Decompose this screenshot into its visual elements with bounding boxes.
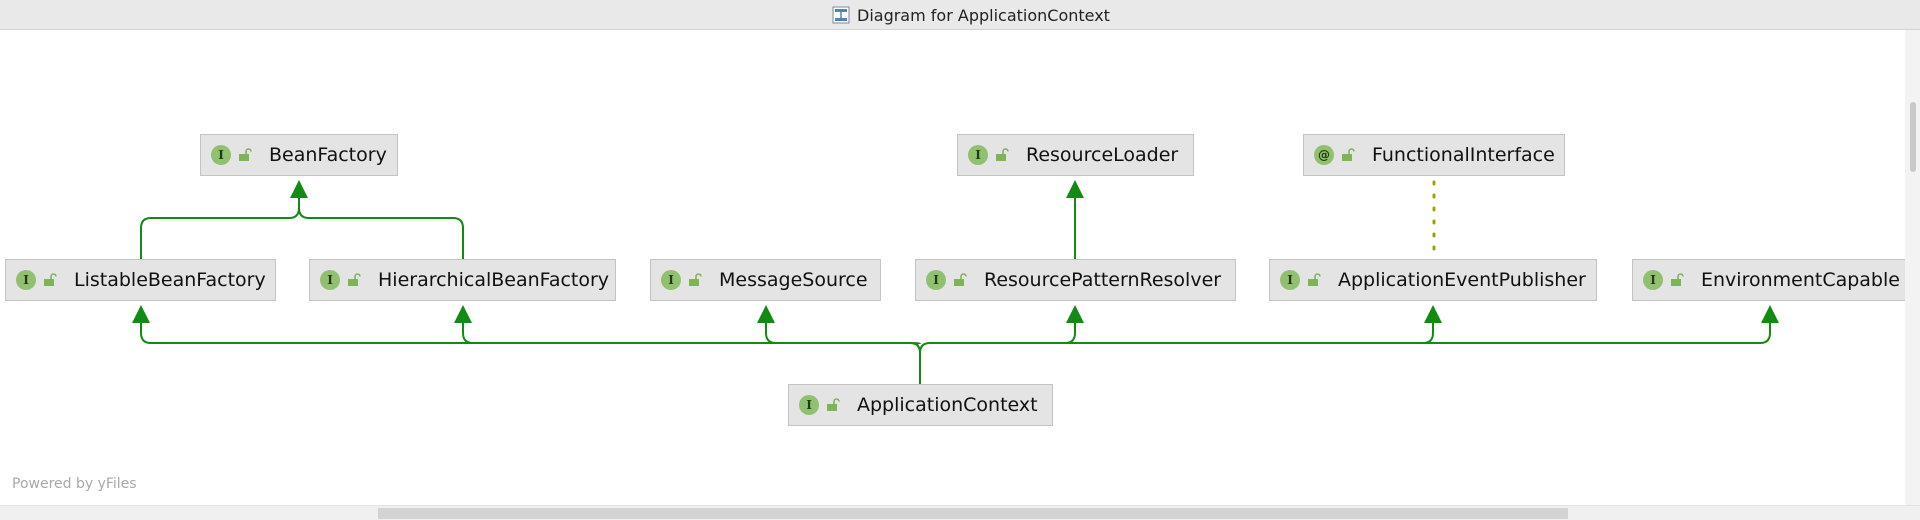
unlocked-icon <box>1308 273 1321 286</box>
edge-context-to-environment <box>1423 319 1771 344</box>
node-label: BeanFactory <box>269 144 387 166</box>
unlocked-icon <box>1342 148 1355 161</box>
node-environment-capable[interactable]: I EnvironmentCapable <box>1632 259 1909 301</box>
title-wrap: Diagram for ApplicationContext <box>832 5 1110 25</box>
title-bar: Diagram for ApplicationContext <box>0 0 1920 30</box>
vertical-scrollbar-thumb[interactable] <box>1910 102 1916 172</box>
arrow-head-beanfactory <box>290 180 308 198</box>
node-label: ResourcePatternResolver <box>984 269 1222 291</box>
edge-context-trunk <box>909 342 921 384</box>
node-label: ApplicationEventPublisher <box>1338 269 1586 291</box>
unlocked-icon <box>348 273 361 286</box>
unlocked-icon <box>954 273 967 286</box>
interface-icon: I <box>926 270 946 290</box>
node-label: MessageSource <box>719 269 868 291</box>
node-label: ApplicationContext <box>857 394 1038 416</box>
edge-context-to-listable <box>140 319 921 345</box>
horizontal-scrollbar-thumb[interactable] <box>378 508 1568 519</box>
interface-icon: I <box>968 145 988 165</box>
arrow-head-resolver <box>1066 305 1084 323</box>
diagram-edges <box>132 180 1779 384</box>
interface-icon: I <box>661 270 681 290</box>
interface-icon: I <box>16 270 36 290</box>
arrow-head-message <box>757 305 775 323</box>
arrow-head-hierarchical <box>454 305 472 323</box>
edge-context-to-message <box>765 319 777 344</box>
node-functional-interface[interactable]: @ FunctionalInterface <box>1303 134 1565 176</box>
horizontal-scrollbar[interactable] <box>0 505 1920 520</box>
node-listable-bean-factory[interactable]: I ListableBeanFactory <box>5 259 276 301</box>
arrow-head-environment <box>1761 305 1779 323</box>
interface-icon: I <box>211 145 231 165</box>
interface-icon: I <box>1643 270 1663 290</box>
node-label: EnvironmentCapable <box>1701 269 1900 291</box>
interface-icon: I <box>320 270 340 290</box>
annotation-icon: @ <box>1314 145 1334 165</box>
unlocked-icon <box>827 398 840 411</box>
node-label: FunctionalInterface <box>1372 144 1555 166</box>
diagram-icon <box>832 6 850 24</box>
node-label: HierarchicalBeanFactory <box>378 269 610 291</box>
node-label: ResourceLoader <box>1026 144 1179 166</box>
unlocked-icon <box>44 273 57 286</box>
arrow-head-publisher <box>1424 305 1442 323</box>
edge-listable-to-beanfactory <box>140 194 300 259</box>
node-application-context[interactable]: I ApplicationContext <box>788 384 1053 426</box>
interface-icon: I <box>1280 270 1300 290</box>
node-resource-loader[interactable]: I ResourceLoader <box>957 134 1194 176</box>
unlocked-icon <box>239 148 252 161</box>
edge-context-to-resolver <box>919 319 1076 354</box>
vertical-scrollbar[interactable] <box>1905 30 1920 505</box>
edge-hierarchical-to-beanfactory <box>298 207 464 259</box>
interface-icon: I <box>799 395 819 415</box>
node-bean-factory[interactable]: I BeanFactory <box>200 134 398 176</box>
node-message-source[interactable]: I MessageSource <box>650 259 881 301</box>
unlocked-icon <box>1671 273 1684 286</box>
window-title: Diagram for ApplicationContext <box>857 5 1110 25</box>
powered-by-label: Powered by yFiles <box>12 476 137 492</box>
node-hierarchical-bean-factory[interactable]: I HierarchicalBeanFactory <box>309 259 616 301</box>
arrow-head-listable <box>132 305 150 323</box>
edge-context-to-publisher <box>1065 319 1434 344</box>
node-application-event-publisher[interactable]: I ApplicationEventPublisher <box>1269 259 1597 301</box>
node-resource-pattern-resolver[interactable]: I ResourcePatternResolver <box>915 259 1236 301</box>
unlocked-icon <box>689 273 702 286</box>
arrow-head-resourceloader <box>1066 180 1084 198</box>
unlocked-icon <box>996 148 1009 161</box>
node-label: ListableBeanFactory <box>74 269 266 291</box>
edge-context-to-hierarchical <box>462 319 474 344</box>
